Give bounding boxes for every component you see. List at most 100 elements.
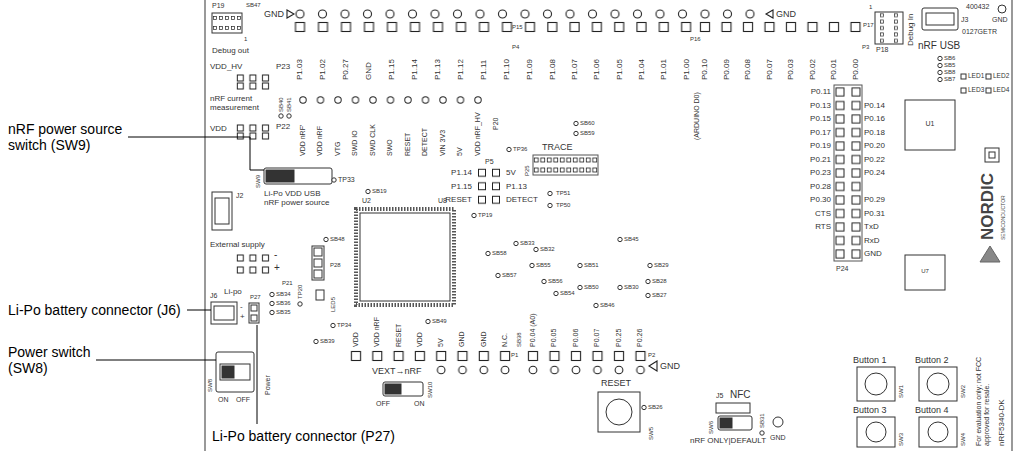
led-pad (316, 74, 991, 300)
silkscreen-label: - (240, 302, 243, 311)
silkscreen-label: P19 (212, 2, 224, 10)
silkscreen-label: SW10 (427, 382, 434, 398)
silkscreen-label: P17 (863, 22, 874, 29)
silkscreen-label: SWO (386, 139, 394, 156)
silkscreen-label: GND (864, 249, 882, 258)
test-point (279, 114, 283, 118)
silkscreen-label: SW3 (898, 433, 905, 446)
slide-switch (222, 366, 234, 378)
silkscreen-label: SB31 (759, 413, 766, 428)
silkscreen-label: P1.02 (318, 59, 327, 80)
silkscreen-label: GND (776, 9, 796, 19)
slide-switch (216, 168, 752, 430)
connector (312, 246, 324, 280)
silkscreen-label: NORDIC (978, 173, 998, 240)
silkscreen-label: SW4 (960, 433, 967, 446)
silkscreen-label: P1.05 (615, 59, 624, 80)
silkscreen-label: P1.15 (451, 182, 472, 191)
silkscreen-label: P4 (512, 44, 519, 51)
test-point (938, 56, 942, 60)
pin-header (694, 21, 866, 33)
chip (356, 209, 454, 305)
pin-header (289, 8, 762, 20)
silkscreen-label: VDD (416, 332, 424, 347)
silkscreen-label: ON (218, 396, 229, 404)
pin-header (875, 12, 903, 44)
silkscreen-label: VDD nRF (373, 317, 381, 347)
silkscreen-label: nRF current measurement (210, 94, 282, 112)
silkscreen-label: GND (770, 434, 786, 442)
connector (249, 303, 259, 323)
push-button (606, 399, 632, 425)
silkscreen-label: 400432 (966, 3, 989, 11)
silkscreen-label: SB7 (944, 76, 955, 83)
leader-line (128, 137, 264, 170)
connector (212, 192, 232, 230)
test-point (472, 213, 476, 217)
chip (905, 100, 955, 150)
silkscreen-label: LED3 (968, 86, 984, 93)
silkscreen-label: P2 (648, 352, 655, 359)
silkscreen-label: SB40 (278, 97, 285, 112)
test-point (646, 293, 650, 297)
silkscreen-label: SB60 (580, 120, 595, 127)
connector (211, 302, 237, 324)
silkscreen-label: P0.01 (829, 59, 838, 80)
silkscreen-label: LED1 (968, 72, 984, 79)
silkscreen-label: P1.13 (506, 182, 527, 191)
ground-arrow (287, 10, 294, 18)
slide-switch (385, 384, 401, 394)
connector (251, 305, 257, 311)
silkscreen-label: SB38 (516, 332, 523, 347)
silkscreen-label: SB54 (560, 290, 575, 297)
callout-label: Power switch (SW8) (8, 344, 108, 376)
silkscreen-label: P1.14 (451, 168, 472, 177)
silkscreen-label: P0.29 (864, 195, 885, 204)
silkscreen-label: - (274, 249, 277, 261)
led-pad (316, 290, 324, 300)
silkscreen-label: Li-Po VDD USB (264, 189, 320, 198)
silkscreen-label: U7 (921, 268, 929, 275)
silkscreen-label: VIN 3V3 (439, 130, 447, 156)
leader-line (96, 137, 264, 424)
silkscreen-label: 0127GETR (962, 28, 997, 36)
board-outline (204, 0, 206, 451)
silkscreen-label: DETECT (506, 195, 538, 204)
silkscreen-label: N.C. (501, 333, 509, 347)
pin-header (533, 155, 598, 175)
silkscreen-label: P0.09 (722, 59, 731, 80)
silkscreen-label: SEMICONDUCTOR (1001, 195, 1007, 240)
push-button (866, 422, 886, 442)
silkscreen-label: For evaluation only; not FCC approved fo… (975, 331, 991, 446)
leader-line (257, 325, 258, 424)
silkscreen-label: P1.13 (433, 59, 442, 80)
chip (356, 100, 999, 305)
silkscreen-label: LED4 (993, 86, 1009, 93)
slide-switch (266, 170, 294, 182)
silkscreen-label: U2 (362, 197, 371, 205)
ground-arrow (649, 361, 657, 371)
silkscreen-label: U1 (926, 120, 935, 128)
silkscreen-label: P1.01 (659, 59, 668, 80)
silkscreen-label: SB51 (584, 262, 599, 269)
led-pad (961, 74, 966, 79)
silkscreen-label: (ARDUINO D0) (693, 92, 701, 140)
silkscreen-label: CTS (815, 209, 831, 218)
silkscreen-label: SB39 (320, 338, 335, 345)
slide-switch (383, 382, 423, 396)
pin-header (294, 95, 487, 105)
test-point (314, 339, 318, 343)
test-point (773, 417, 783, 427)
silkscreen-label: SW8 (207, 379, 214, 392)
silkscreen-label: P0.11 (811, 87, 831, 96)
chip (905, 255, 945, 290)
silkscreen-label: GND (264, 9, 284, 19)
silkscreen-label: P0.07 (593, 329, 601, 347)
silkscreen-label: SB19 (372, 188, 387, 195)
connector (314, 270, 322, 278)
push-button (927, 373, 949, 395)
logo-mark (980, 246, 1000, 262)
silkscreen-label: RESET (395, 324, 403, 347)
silkscreen-label: VEXT→nRF (372, 366, 422, 376)
test-point (331, 323, 335, 327)
